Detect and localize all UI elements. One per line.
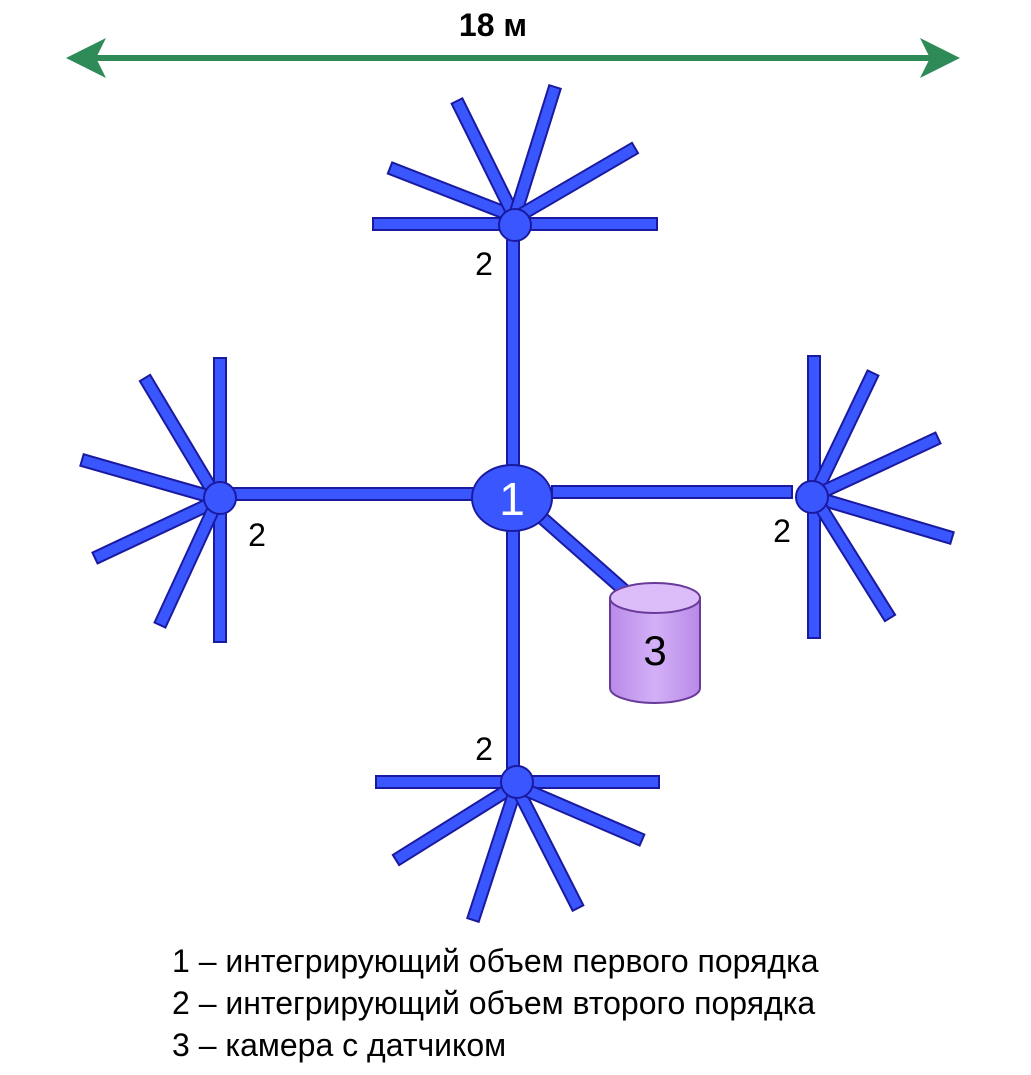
dimension-arrow: [66, 38, 960, 78]
left-fan-down-v: [213, 509, 227, 643]
camera-link: [534, 510, 632, 598]
secondary-node-top: [498, 208, 532, 242]
dimension-label: 18 м: [459, 7, 527, 43]
trunk-right: [551, 485, 793, 499]
node-label-left: 2: [248, 517, 266, 553]
legend-item-1: 1 – интегрирующий объем первого порядка: [172, 943, 819, 979]
secondary-node-bottom: [500, 765, 534, 799]
node-label-bottom: 2: [475, 731, 493, 767]
secondary-node-left: [203, 481, 237, 515]
left-fan-up-v: [213, 357, 227, 487]
bottom-fan-right-h: [528, 775, 660, 789]
trunk-up: [506, 231, 520, 471]
camera-label: 3: [643, 627, 666, 674]
trunk-down: [506, 529, 520, 773]
node-label-top: 2: [475, 246, 493, 282]
pipes-group: [79, 83, 955, 924]
legend-item-3: 3 – камера с датчиком: [172, 1027, 507, 1063]
trunk-left: [231, 487, 479, 501]
legend-item-2: 2 – интегрирующий объем второго порядка: [172, 985, 816, 1021]
top-fan-right-h: [526, 217, 658, 231]
right-fan-down-v: [807, 507, 821, 639]
legend: 1 – интегрирующий объем первого порядка …: [172, 940, 992, 1066]
top-fan-left-h: [372, 217, 504, 231]
camera-cylinder: [609, 582, 701, 704]
right-fan-up-v: [807, 355, 821, 487]
primary-hub-label: 1: [499, 473, 525, 525]
node-label-right: 2: [773, 513, 791, 549]
secondary-node-right: [795, 480, 829, 514]
bottom-fan-left-h: [375, 775, 506, 789]
primary-hub: [471, 464, 553, 532]
